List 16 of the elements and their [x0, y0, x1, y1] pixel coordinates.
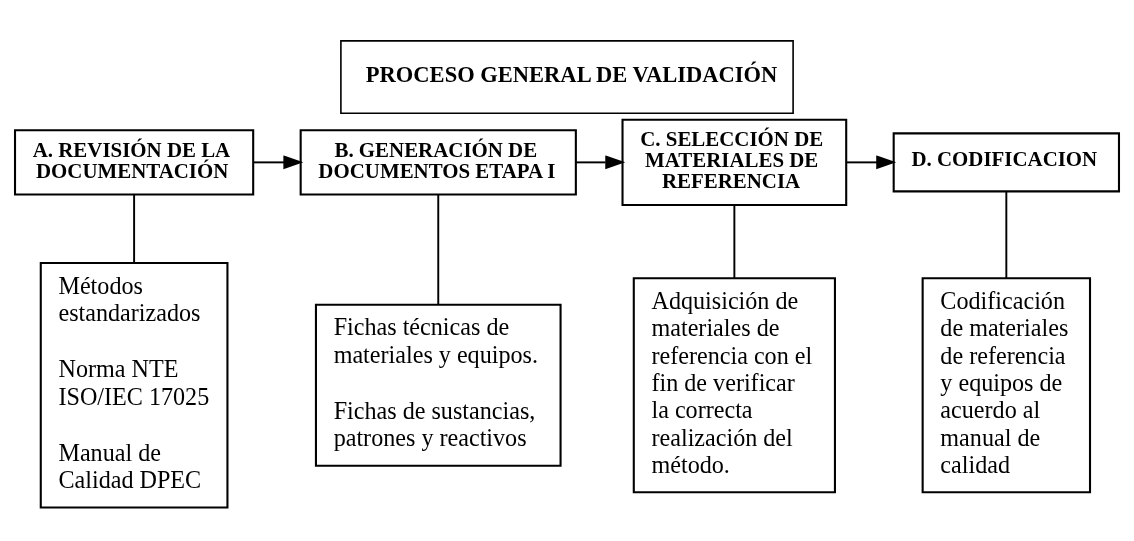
arrow: [574, 154, 626, 169]
arrow: [845, 154, 897, 169]
node-box: A. REVISIÓN DE LA DOCUMENTACIÓN: [13, 128, 255, 196]
connector: [133, 193, 136, 264]
connector: [1005, 189, 1008, 279]
node-box: D. CODIFICACION: [892, 131, 1121, 192]
node-box: C. SELECCIÓN DE MATERIALES DE REFERENCIA: [621, 118, 848, 206]
connector: [733, 203, 736, 279]
node-box: Métodos estandarizados Norma NTE ISO/IEC 17025 Manual de Calidad DPEC: [39, 261, 229, 509]
node-box: Fichas técnicas de materiales y equipos. Fichas de sustancias, patrones y reactivos: [314, 303, 562, 467]
node-box: Adquisición de materiales de referencia con el fin de verificar la correcta realización del método.: [632, 276, 836, 493]
connector: [437, 193, 440, 305]
node-box: B. GENERACIÓN DE DOCUMENTOS ETAPA I: [299, 128, 577, 196]
diagram-title: PROCESO GENERAL DE VALIDACIÓN: [365, 61, 778, 87]
node-box: Codificación de materiales de referencia y equipos de acuerdo al manual de calidad: [921, 276, 1092, 493]
arrow: [252, 154, 304, 169]
